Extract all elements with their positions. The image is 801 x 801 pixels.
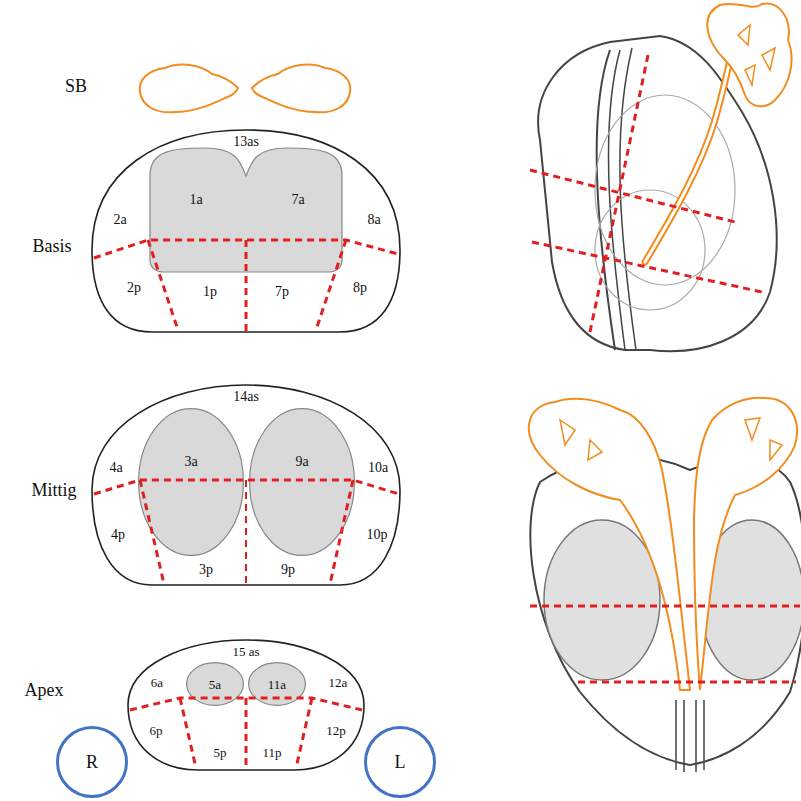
segment-number: 5a <box>209 678 221 691</box>
transition-zone: 3a <box>138 408 244 556</box>
segment-number: 5p <box>214 746 227 759</box>
section-name: Mittig <box>31 481 76 499</box>
segment-number: 9a <box>295 455 308 469</box>
segment-number: 7p <box>275 285 289 299</box>
segment-number: 10p <box>367 528 388 542</box>
segment-number: 6p <box>150 724 163 737</box>
side-circle: R <box>56 726 128 798</box>
transition-zone-outline <box>249 408 355 556</box>
segment-number: 2a <box>113 213 126 227</box>
structure-label: SB <box>65 77 87 95</box>
segment-number: 14as <box>233 390 259 404</box>
sagittal-view <box>530 3 792 351</box>
side-circle: L <box>364 726 436 798</box>
segment-number: R <box>86 753 98 771</box>
coronal-view <box>529 398 801 772</box>
segment-number: 1a <box>189 193 202 207</box>
segment-number: 1p <box>203 285 217 299</box>
segment-number: 7a <box>291 193 304 207</box>
section-name: Basis <box>32 237 71 255</box>
segment-number: 9p <box>281 563 295 577</box>
segment-number: 3p <box>199 563 213 577</box>
segment-number: 11a <box>268 678 286 691</box>
segment-number: 12a <box>329 676 348 689</box>
segment-number: 12p <box>326 724 346 737</box>
segment-number: 8p <box>353 281 367 295</box>
transition-zone-outline <box>138 408 244 556</box>
segment-number: 13as <box>233 135 259 149</box>
segment-number: 15 as <box>232 645 259 658</box>
section-name: Apex <box>25 681 64 699</box>
segment-number: 6a <box>151 676 163 689</box>
seminal-vesicles <box>140 65 351 113</box>
segment-number: 3a <box>184 455 197 469</box>
segment-number: 10a <box>368 461 388 475</box>
segment-number: 8a <box>367 213 380 227</box>
segment-number: L <box>395 753 406 771</box>
segment-number: 2p <box>127 281 141 295</box>
segment-number: 4p <box>111 528 125 542</box>
segment-number: 4a <box>109 461 122 475</box>
transition-zone: 9a <box>249 408 355 556</box>
segment-number: 11p <box>262 746 281 759</box>
